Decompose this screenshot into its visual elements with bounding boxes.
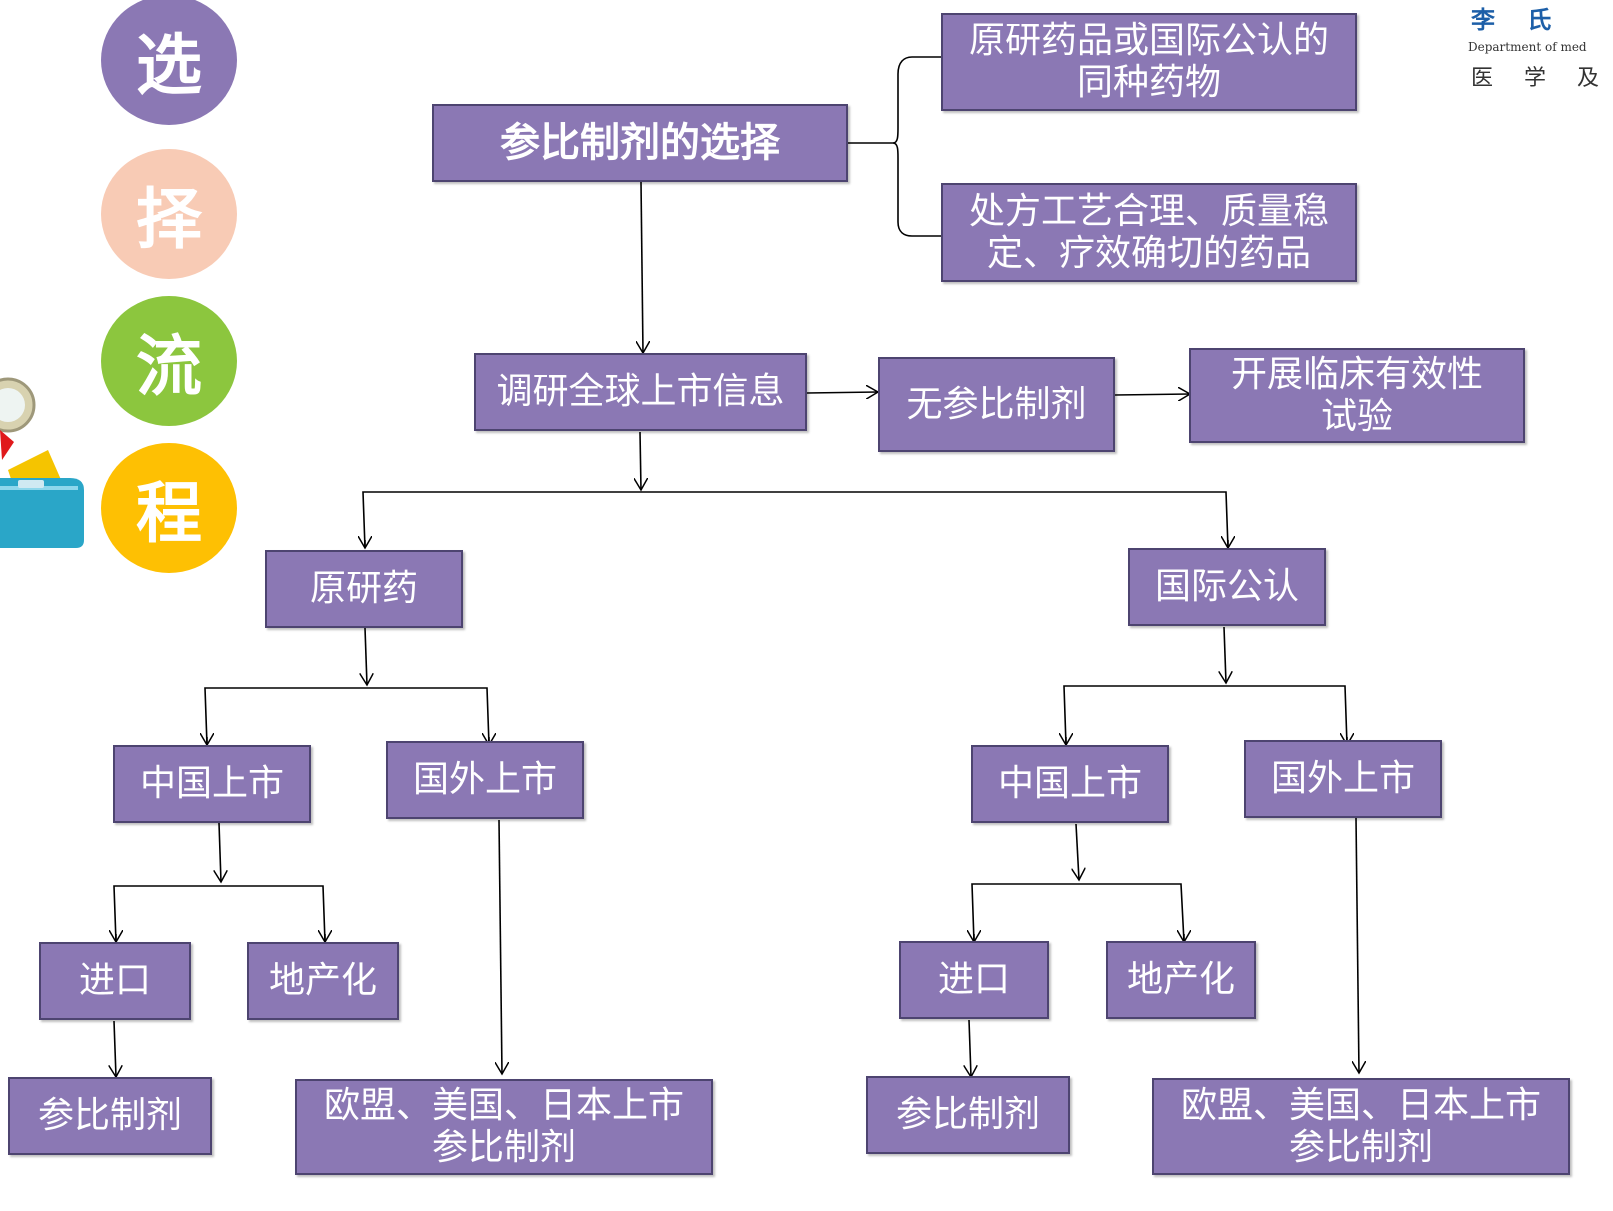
criteria-node-2: 处方工艺合理、质量稳 定、疗效确切的药品 xyxy=(941,183,1357,282)
left-local-node: 地产化 xyxy=(247,942,399,1020)
folder-clipart-icon xyxy=(0,377,84,548)
step-circle-1: 选 xyxy=(101,0,237,125)
left-china-market-node: 中国上市 xyxy=(113,745,311,823)
step-circle-4: 程 xyxy=(101,443,237,573)
intl-recognized-node: 国际公认 xyxy=(1128,548,1326,626)
original-drug-node: 原研药 xyxy=(265,550,463,628)
company-logo: 李 氏 Department of med 医 学 及 xyxy=(1468,0,1613,95)
logo-line-3: 医 学 及 xyxy=(1471,66,1611,91)
clinical-trial-node: 开展临床有效性 试验 xyxy=(1189,348,1525,443)
right-china-market-node: 中国上市 xyxy=(971,745,1169,823)
right-import-node: 进口 xyxy=(899,941,1049,1019)
criteria-node-1: 原研药品或国际公认的 同种药物 xyxy=(941,13,1357,111)
right-eu-us-jp-node: 欧盟、美国、日本上市 参比制剂 xyxy=(1152,1078,1570,1175)
left-import-node: 进口 xyxy=(39,942,191,1020)
right-foreign-market-node: 国外上市 xyxy=(1244,740,1442,818)
survey-node: 调研全球上市信息 xyxy=(474,353,807,431)
root-node: 参比制剂的选择 xyxy=(432,104,848,182)
right-reference-node: 参比制剂 xyxy=(866,1076,1070,1154)
left-eu-us-jp-node: 欧盟、美国、日本上市 参比制剂 xyxy=(295,1079,713,1175)
no-reference-node: 无参比制剂 xyxy=(878,357,1115,452)
right-local-node: 地产化 xyxy=(1106,941,1256,1019)
left-reference-node: 参比制剂 xyxy=(8,1077,212,1155)
step-circle-2: 择 xyxy=(101,149,237,279)
logo-line-1: 李 氏 xyxy=(1471,5,1564,34)
step-circle-3: 流 xyxy=(101,296,237,426)
logo-line-2: Department of med xyxy=(1468,40,1587,54)
left-foreign-market-node: 国外上市 xyxy=(386,741,584,819)
